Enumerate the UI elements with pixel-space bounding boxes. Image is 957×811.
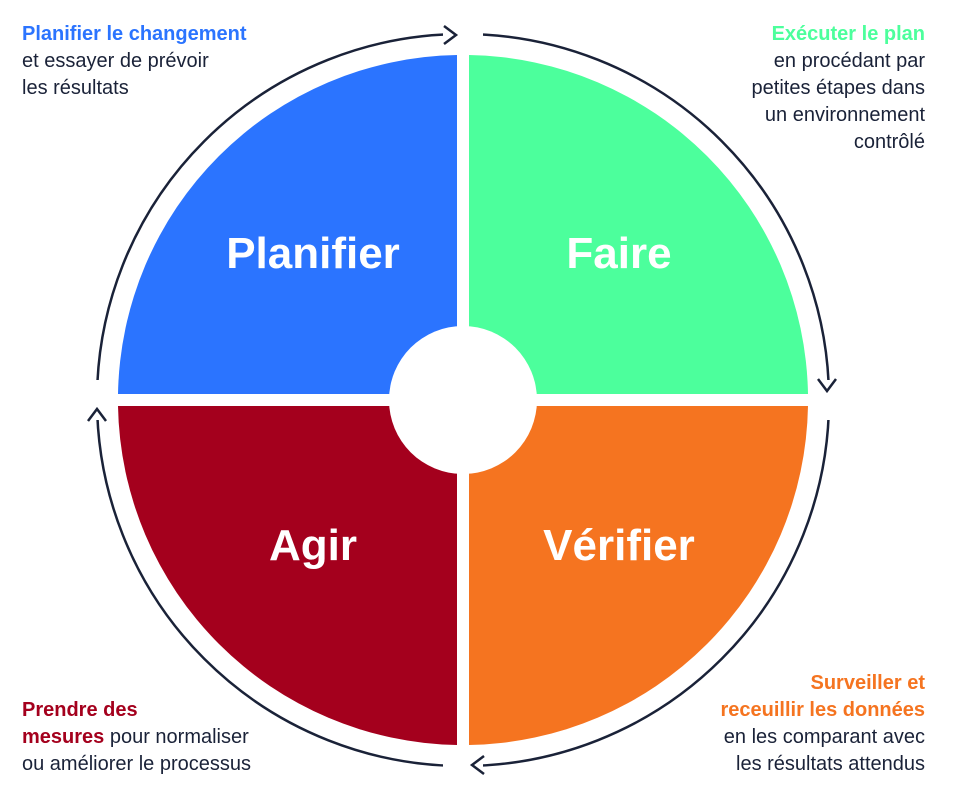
note-do-line: en procédant par [773,50,925,72]
arrow-up-icon [87,406,107,422]
note-check-heading: Surveiller et [810,672,925,694]
note-plan-line: et essayer de prévoir [22,50,209,72]
note-do: Exécuter le plan en procédant par petite… [752,21,925,156]
note-do-heading: Exécuter le plan [771,23,925,45]
quadrant-do [469,55,808,394]
note-plan-heading: Planifier le changement [22,23,247,45]
quadrant-label-check: Vérifier [543,521,695,570]
note-check-line: les résultats attendus [736,753,925,775]
center-circle [389,326,537,474]
note-act-heading-word: mesures [22,726,105,748]
note-plan: Planifier le changement et essayer de pr… [22,21,247,102]
quadrant-label-do: Faire [566,229,671,278]
note-act-line: mesures pour normaliser [22,724,251,751]
quadrant-plan [118,55,457,394]
note-act-line-rest: pour normaliser [104,726,249,748]
note-plan-line: les résultats [22,77,129,99]
note-check: Surveiller et receuillir les données en … [720,670,925,778]
note-do-line: contrôlé [853,131,925,153]
quadrant-act [118,406,457,745]
note-act: Prendre des mesures pour normaliser ou a… [22,697,251,778]
arrow-down-icon [817,378,837,394]
note-act-line: ou améliorer le processus [22,753,251,775]
quadrant-check [469,406,808,745]
quadrant-label-plan: Planifier [226,229,400,278]
note-do-line: un environnement [764,104,925,126]
arrow-right-icon [443,25,459,45]
note-check-line: en les comparant avec [723,726,925,748]
arrow-left-icon [469,755,485,775]
quadrant-label-act: Agir [269,521,357,570]
note-do-line: petites étapes dans [751,77,925,99]
note-check-heading: receuillir les données [720,699,925,721]
note-act-heading: Prendre des [22,699,138,721]
